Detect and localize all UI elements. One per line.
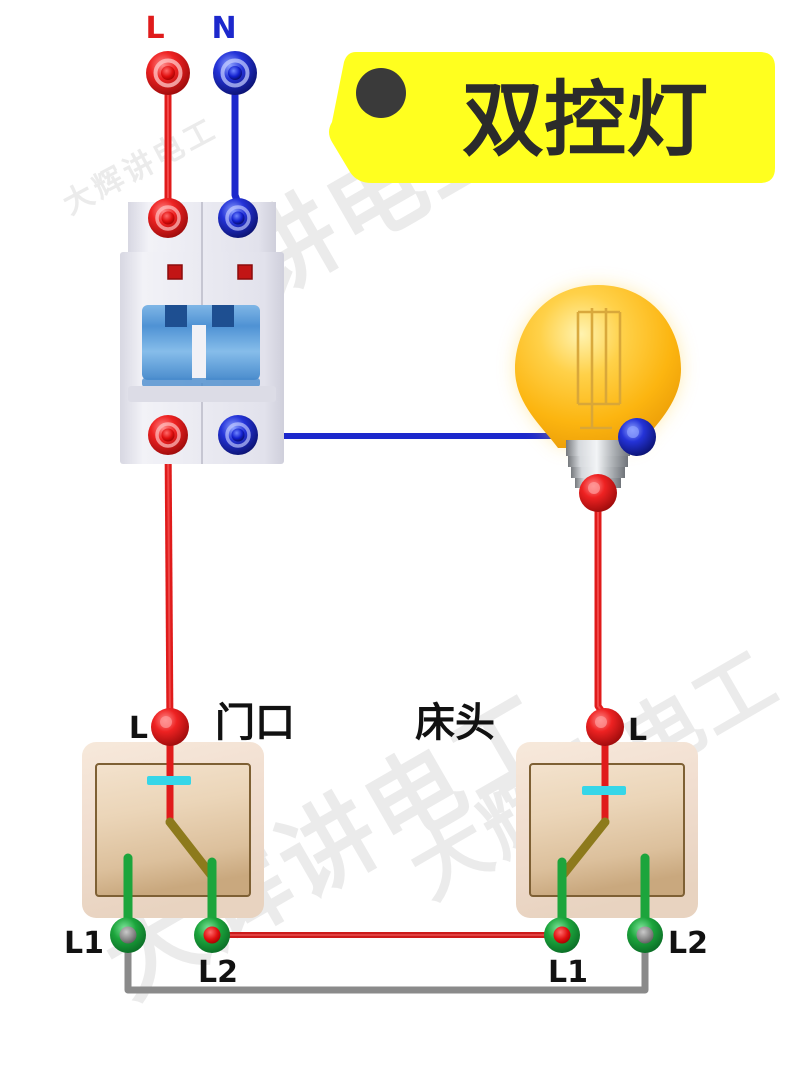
breaker-toggle-lever[interactable] xyxy=(142,305,260,387)
switch-left-common-terminal xyxy=(151,708,189,746)
switch-left-l1-label: L1 xyxy=(64,926,104,961)
wire-traveler-gray xyxy=(124,931,649,994)
lamp-neutral-terminal xyxy=(618,418,656,456)
source-live-label: L xyxy=(145,11,164,46)
switch-right-terminal-l1 xyxy=(544,917,580,953)
title-badge-shape xyxy=(329,52,775,183)
switch-left[interactable]: L 门口 L1 L2 xyxy=(64,700,295,990)
source-neutral-label: N xyxy=(211,11,236,46)
circuit-breaker[interactable] xyxy=(120,198,284,464)
breaker-input-terminal-neutral xyxy=(218,198,258,238)
wire-lamp-to-right-switch xyxy=(594,489,609,736)
switch-left-pivot-icon xyxy=(147,776,191,785)
source-terminal-neutral: N xyxy=(211,11,257,95)
switch-left-name: 门口 xyxy=(215,700,295,746)
switch-left-l2-label: L2 xyxy=(198,955,238,990)
switch-right[interactable]: L 床头 L1 L2 xyxy=(415,700,708,990)
breaker-output-terminal-neutral xyxy=(218,415,258,455)
breaker-input-terminal-live xyxy=(148,198,188,238)
badge-bullet-icon xyxy=(356,68,406,118)
wire-live-breaker-highlight xyxy=(167,434,171,733)
switch-right-blade xyxy=(557,817,610,881)
bulb-glass xyxy=(515,285,681,448)
switch-right-pivot-icon xyxy=(582,786,626,795)
breaker-indicator-left xyxy=(167,264,183,280)
switch-right-common-terminal xyxy=(586,708,624,746)
bulb-filament xyxy=(576,308,622,430)
title-badge: 双控灯 xyxy=(329,52,775,183)
switch-right-l2-label: L2 xyxy=(668,926,708,961)
switch-left-terminal-l2 xyxy=(194,917,230,953)
switch-right-l1-label: L1 xyxy=(548,955,588,990)
title-text: 双控灯 xyxy=(462,72,708,168)
lamp-live-terminal xyxy=(579,474,617,512)
switch-right-common-label: L xyxy=(628,713,647,748)
switch-right-terminal-l2 xyxy=(627,917,663,953)
switch-left-common-label: L xyxy=(129,711,148,746)
source-terminal-live: L xyxy=(145,11,190,95)
switch-right-name: 床头 xyxy=(415,700,495,746)
switch-left-blade xyxy=(165,817,217,881)
breaker-output-terminal-live xyxy=(148,415,188,455)
breaker-indicator-right xyxy=(237,264,253,280)
breaker-lever-shelf xyxy=(128,386,276,402)
switch-left-terminal-l1 xyxy=(110,917,146,953)
light-bulb[interactable] xyxy=(515,285,681,512)
